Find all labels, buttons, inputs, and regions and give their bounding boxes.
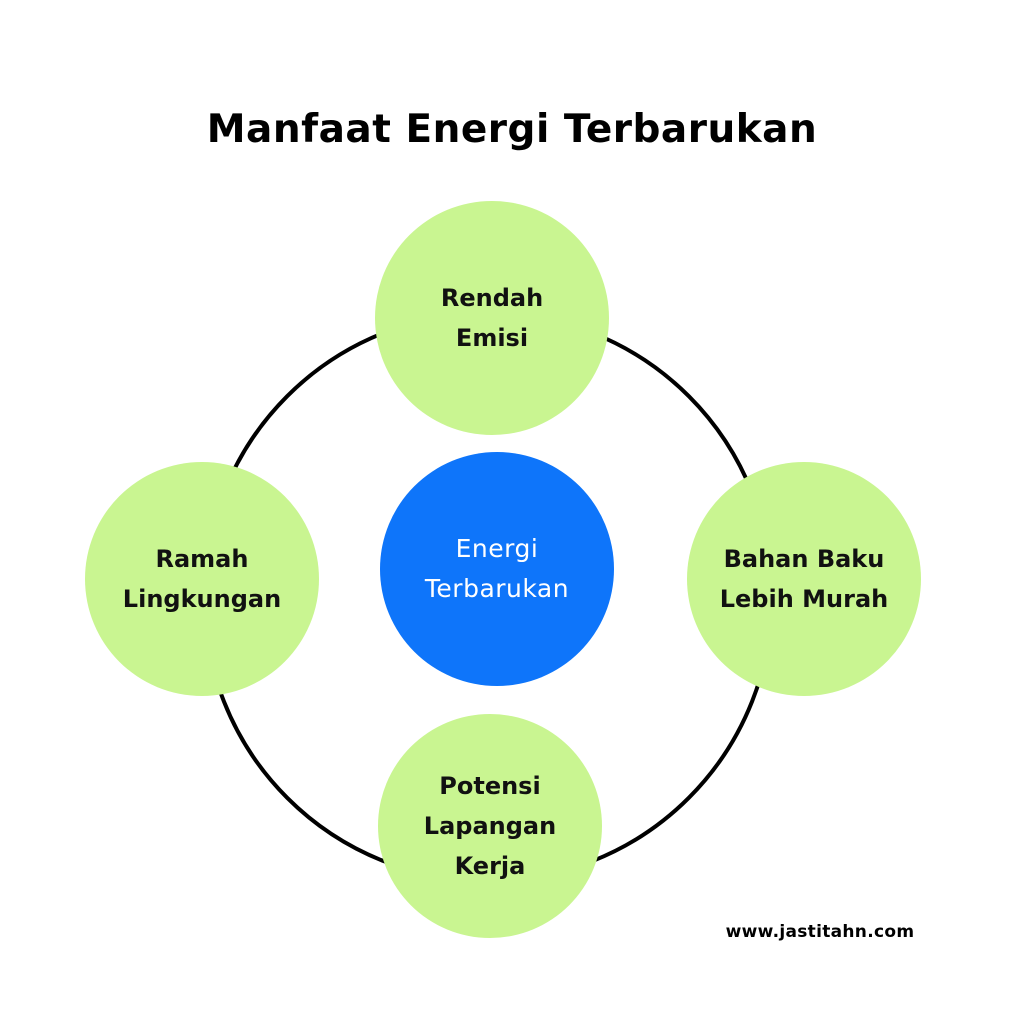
benefit-node-bottom: Potensi Lapangan Kerja [378, 714, 602, 938]
benefit-label-lapangan-kerja: Potensi Lapangan Kerja [423, 772, 557, 880]
website-url: www.jastitahn.com [725, 922, 915, 942]
benefit-label-ramah-lingkungan: Ramah Lingkungan [122, 545, 282, 613]
center-label: Energi Terbarukan [424, 534, 570, 603]
page-title: Manfaat Energi Terbarukan [206, 107, 818, 152]
benefit-label-bahan-baku: Bahan Baku Lebih Murah [719, 545, 889, 613]
benefit-node-right: Bahan Baku Lebih Murah [687, 462, 921, 696]
benefit-label-rendah-emisi: Rendah Emisi [440, 284, 544, 352]
benefit-node-left: Ramah Lingkungan [85, 462, 319, 696]
benefit-node-top: Rendah Emisi [375, 201, 609, 435]
center-node: Energi Terbarukan [380, 452, 614, 686]
